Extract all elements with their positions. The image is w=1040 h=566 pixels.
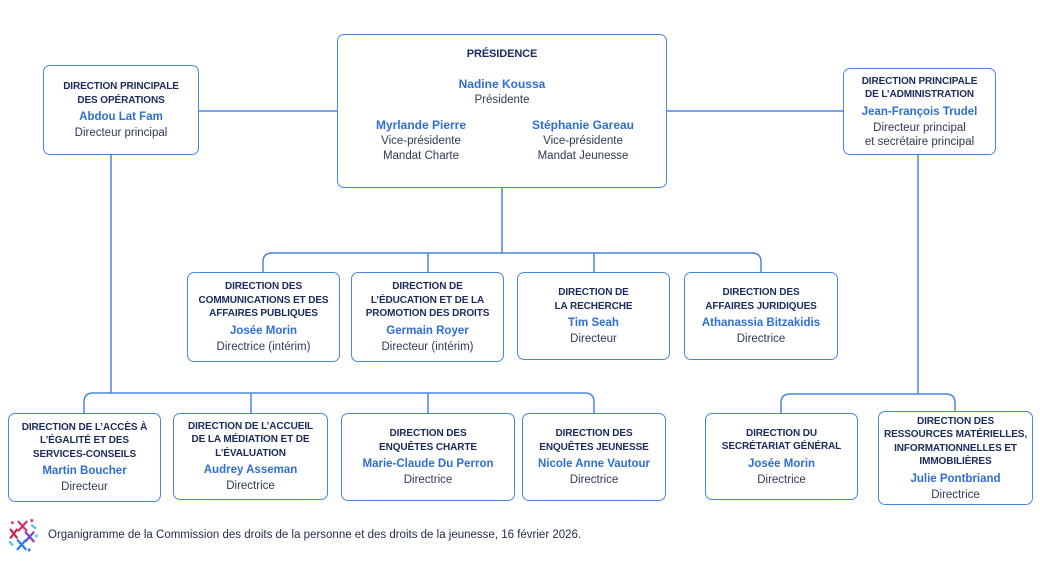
vice-presidents-row: Myrlande Pierre Vice-présidente Mandat C… <box>340 118 664 163</box>
person-role: Vice-présidente <box>543 134 623 147</box>
org-box-enquetes-charte: DIRECTION DES ENQUÊTES CHARTE Marie-Clau… <box>341 413 515 501</box>
person-role: Directrice <box>226 480 275 493</box>
person-role: Directrice <box>569 474 619 486</box>
direction-title: PRÉSIDENCE <box>466 48 538 60</box>
direction-title: DIRECTION DES RESSOURCES MATÉRIELLES, IN… <box>883 415 1028 468</box>
org-box-recherche: DIRECTION DE LA RECHERCHE Tim Seah Direc… <box>517 272 670 360</box>
direction-title: DIRECTION DES COMMUNICATIONS ET DES AFFA… <box>198 281 329 320</box>
person-name: Audrey Asseman <box>203 464 298 477</box>
org-box-education: DIRECTION DE L’ÉDUCATION ET DE LA PROMOT… <box>351 272 504 362</box>
person-name: Julie Pontbriand <box>910 472 1001 485</box>
person-role: Directeur principal <box>74 127 168 139</box>
person-name: Tim Seah <box>568 317 619 329</box>
direction-title: DIRECTION PRINCIPALE DES OPÉRATIONS <box>63 81 179 106</box>
org-box-direction-administration: DIRECTION PRINCIPALE DE L’ADMINISTRATION… <box>843 68 996 155</box>
direction-title: DIRECTION DES AFFAIRES JURIDIQUES <box>705 287 817 312</box>
person-name: Jean-François Trudel <box>861 105 978 118</box>
person-name: Josée Morin <box>747 457 816 470</box>
org-box-accueil-mediation: DIRECTION DE L’ACCUEIL DE LA MÉDIATION E… <box>173 413 328 500</box>
direction-title: DIRECTION DE LA RECHERCHE <box>554 287 633 312</box>
direction-title: DIRECTION DES ENQUÊTES JEUNESSE <box>539 428 649 453</box>
person-role: Directrice <box>403 474 453 486</box>
cdpdj-logo-icon <box>8 518 38 552</box>
direction-title: DIRECTION DE L’ACCÈS À L’ÉGALITÉ ET DES … <box>21 421 148 460</box>
org-box-secretariat-general: DIRECTION DU SECRÉTARIAT GÉNÉRAL Josée M… <box>705 413 858 500</box>
person-role: Directrice <box>931 488 980 501</box>
org-box-direction-operations: DIRECTION PRINCIPALE DES OPÉRATIONS Abdo… <box>43 65 199 155</box>
person-name: Nicole Anne Vautour <box>537 458 651 470</box>
person-role: Directeur <box>61 481 108 494</box>
middle-bus <box>262 252 762 272</box>
org-box-acces-egalite: DIRECTION DE L’ACCÈS À L’ÉGALITÉ ET DES … <box>8 413 161 502</box>
person-mandate: Mandat Jeunesse <box>537 149 629 162</box>
person-name: Myrlande Pierre <box>375 117 467 132</box>
bottom-left-bus <box>83 392 595 413</box>
person-name: Stéphanie Gareau <box>531 117 635 132</box>
person-name: Nadine Koussa <box>458 76 546 91</box>
vice-president-charte: Myrlande Pierre Vice-présidente Mandat C… <box>340 118 502 163</box>
footer: Organigramme de la Commission des droits… <box>8 518 581 552</box>
direction-title: DIRECTION DE L’ÉDUCATION ET DE LA PROMOT… <box>365 281 490 320</box>
direction-title: DIRECTION DES ENQUÊTES CHARTE <box>379 428 477 453</box>
person-role: Directeur <box>570 333 617 345</box>
person-role: Directrice <box>757 473 806 486</box>
person-name: Athanassia Bitzakidis <box>701 317 821 329</box>
person-name: Marie-Claude Du Perron <box>362 458 494 470</box>
person-role: Présidente <box>474 93 530 106</box>
vice-president-jeunesse: Stéphanie Gareau Vice-présidente Mandat … <box>502 118 664 163</box>
org-box-enquetes-jeunesse: DIRECTION DES ENQUÊTES JEUNESSE Nicole A… <box>522 413 666 501</box>
direction-title: DIRECTION DE L’ACCUEIL DE LA MÉDIATION E… <box>187 420 314 459</box>
person-role: Directrice <box>736 333 786 345</box>
chart-caption: Organigramme de la Commission des droits… <box>48 529 582 541</box>
person-name: Josée Morin <box>229 324 298 337</box>
person-role: Directrice (intérim) <box>216 340 311 353</box>
direction-title: DIRECTION PRINCIPALE DE L’ADMINISTRATION <box>861 75 978 101</box>
person-mandate: Mandat Charte <box>382 149 460 162</box>
person-name: Martin Boucher <box>42 465 127 478</box>
person-role: Directeur (intérim) <box>381 340 474 353</box>
org-box-ressources-materielles: DIRECTION DES RESSOURCES MATÉRIELLES, IN… <box>878 411 1033 505</box>
person-role: Directeur principal et secrétaire princi… <box>864 121 975 148</box>
direction-title: DIRECTION DU SECRÉTARIAT GÉNÉRAL <box>721 427 842 453</box>
org-box-communications: DIRECTION DES COMMUNICATIONS ET DES AFFA… <box>187 272 340 362</box>
person-name: Abdou Lat Fam <box>79 111 163 123</box>
org-box-affaires-juridiques: DIRECTION DES AFFAIRES JURIDIQUES Athana… <box>684 272 838 360</box>
org-box-presidence: PRÉSIDENCE Nadine Koussa Présidente Myrl… <box>337 34 667 188</box>
bottom-right-bus <box>780 393 956 413</box>
person-role: Vice-présidente <box>381 134 461 147</box>
person-name: Germain Royer <box>386 324 469 337</box>
